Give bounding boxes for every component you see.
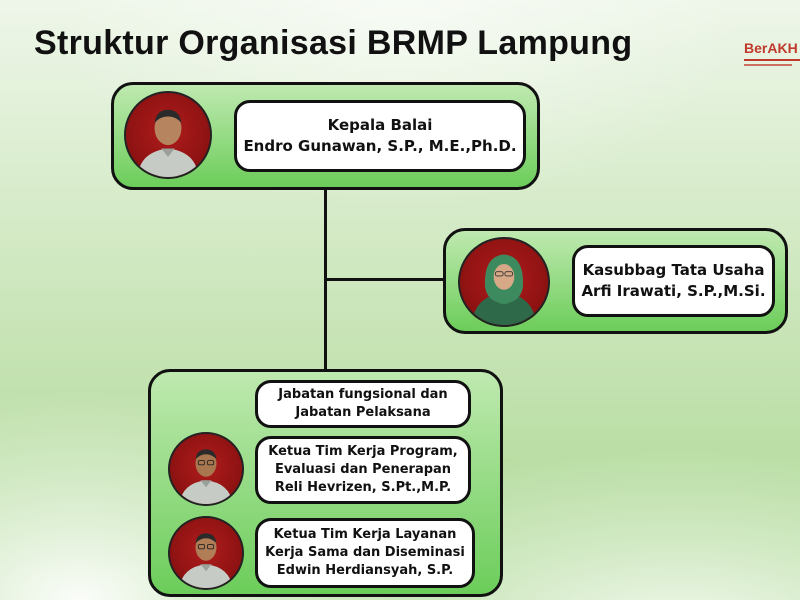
connector-horizontal xyxy=(324,278,448,281)
member-photo xyxy=(168,516,244,590)
page-title: Struktur Organisasi BRMP Lampung xyxy=(34,24,633,62)
member-role-line2: Evaluasi dan Penerapan xyxy=(274,461,452,477)
functional-header-line2: Jabatan Pelaksana xyxy=(295,405,431,420)
functional-header-line1: Jabatan fungsional dan xyxy=(278,387,448,403)
person-icon xyxy=(179,449,233,504)
head-photo xyxy=(124,91,212,179)
member-role-line2: Kerja Sama dan Diseminasi xyxy=(265,544,465,560)
head-panel: Kepala Balai Endro Gunawan, S.P., M.E.,P… xyxy=(111,82,540,190)
logo-text: BerAKH xyxy=(744,40,798,56)
member-namebox: Ketua Tim Kerja Program, Evaluasi dan Pe… xyxy=(255,436,471,504)
member-namebox: Ketua Tim Kerja Layanan Kerja Sama dan D… xyxy=(255,518,475,588)
berakhlak-logo: BerAKH xyxy=(744,40,800,72)
admin-name: Arfi Irawati, S.P.,M.Si. xyxy=(581,282,766,300)
logo-tagline-line xyxy=(744,59,800,61)
head-name: Endro Gunawan, S.P., M.E.,Ph.D. xyxy=(243,137,517,155)
head-role: Kepala Balai xyxy=(327,115,433,134)
admin-photo xyxy=(458,237,550,327)
functional-panel: Jabatan fungsional dan Jabatan Pelaksana… xyxy=(148,369,503,597)
member-role-line1: Ketua Tim Kerja Layanan xyxy=(273,526,457,542)
member-name: Reli Hevrizen, S.Pt.,M.P. xyxy=(274,480,452,496)
person-icon xyxy=(471,254,537,325)
admin-panel: Kasubbag Tata Usaha Arfi Irawati, S.P.,M… xyxy=(443,228,788,334)
person-icon xyxy=(179,533,233,588)
admin-role: Kasubbag Tata Usaha xyxy=(582,260,765,279)
logo-tagline-line xyxy=(744,64,792,66)
member-role-line1: Ketua Tim Kerja Program, xyxy=(268,443,458,459)
functional-header-box: Jabatan fungsional dan Jabatan Pelaksana xyxy=(255,380,471,428)
head-namebox: Kepala Balai Endro Gunawan, S.P., M.E.,P… xyxy=(234,100,526,172)
person-icon xyxy=(137,109,199,177)
member-name: Edwin Herdiansyah, S.P. xyxy=(276,563,454,579)
admin-namebox: Kasubbag Tata Usaha Arfi Irawati, S.P.,M… xyxy=(572,245,775,317)
member-photo xyxy=(168,432,244,506)
